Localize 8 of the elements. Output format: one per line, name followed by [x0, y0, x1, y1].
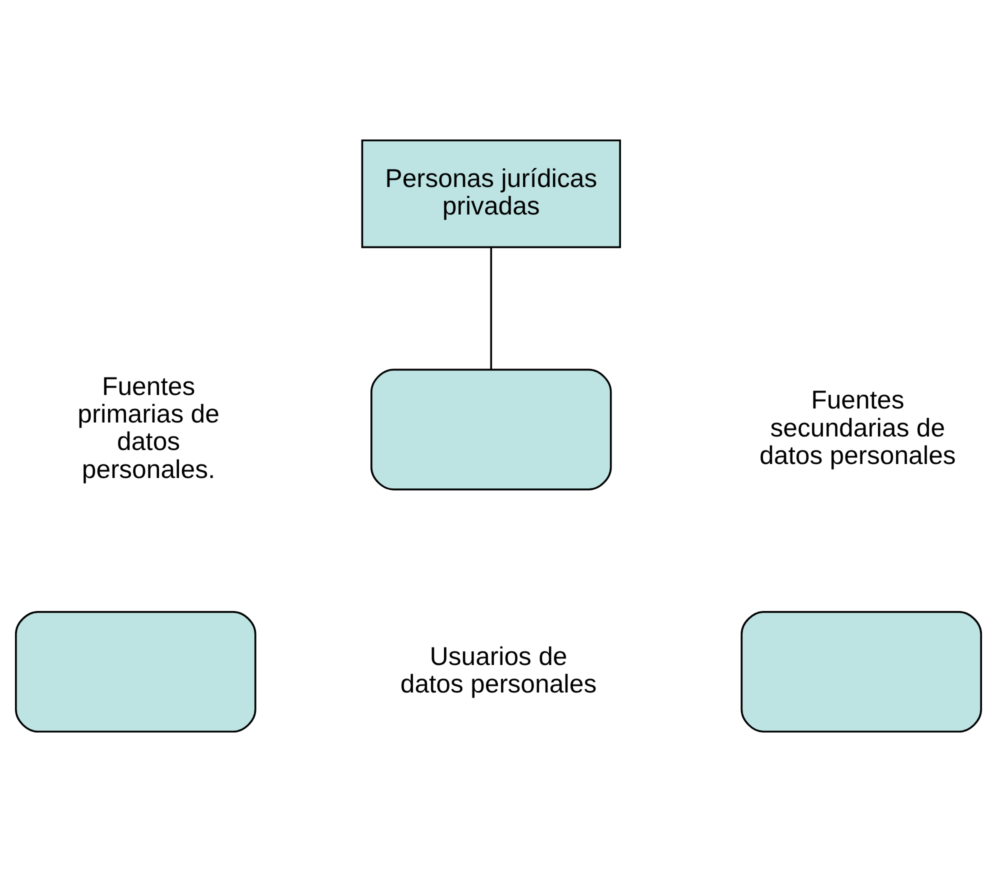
connector: [490, 247, 492, 369]
label: Fuentes secundarias de datos personales: [760, 386, 956, 470]
label: Fuentes primarias de datos personales.: [78, 372, 220, 484]
node-arc: [740, 610, 982, 732]
node-arc: [15, 610, 256, 732]
node-arc: [370, 368, 612, 490]
label: Usuarios de datos personales: [400, 642, 597, 698]
node-box: Personas jurídicas privadas: [361, 138, 621, 248]
